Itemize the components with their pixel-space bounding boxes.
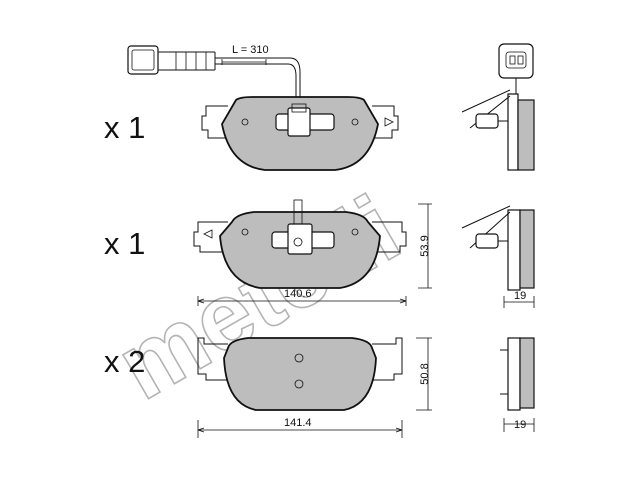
pad1-side-view: [461, 43, 535, 171]
pad2-quantity: x 1: [104, 226, 145, 261]
pad3-width-label: 141.4: [284, 417, 312, 429]
pad2-lining: [519, 209, 535, 289]
pad3-front-view: 141.4 50.8: [197, 337, 432, 438]
pad3-side-view: 19: [500, 337, 535, 432]
pad3-height-label: 50.8: [419, 363, 431, 384]
pad2-width-label: 140.6: [284, 288, 312, 300]
pad2-thickness-label: 19: [514, 290, 526, 302]
pad1-lining: [517, 99, 535, 171]
pad2-height-label: 53.9: [419, 235, 431, 256]
wire-length-label: L = 310: [232, 44, 269, 56]
pad3-friction-surface: [223, 337, 377, 411]
pad1-front-view: L = 310: [127, 44, 399, 171]
sensor-connector: [127, 45, 159, 75]
pad2-side-view: 19: [461, 205, 535, 308]
pad1-quantity: x 1: [104, 110, 145, 145]
pad2-front-view: 140.6 53.9: [193, 199, 432, 306]
pad3-thickness-label: 19: [514, 419, 526, 431]
pad3-quantity: x 2: [104, 344, 145, 379]
sensor-wire: [215, 57, 301, 100]
pad3-lining: [519, 337, 535, 409]
